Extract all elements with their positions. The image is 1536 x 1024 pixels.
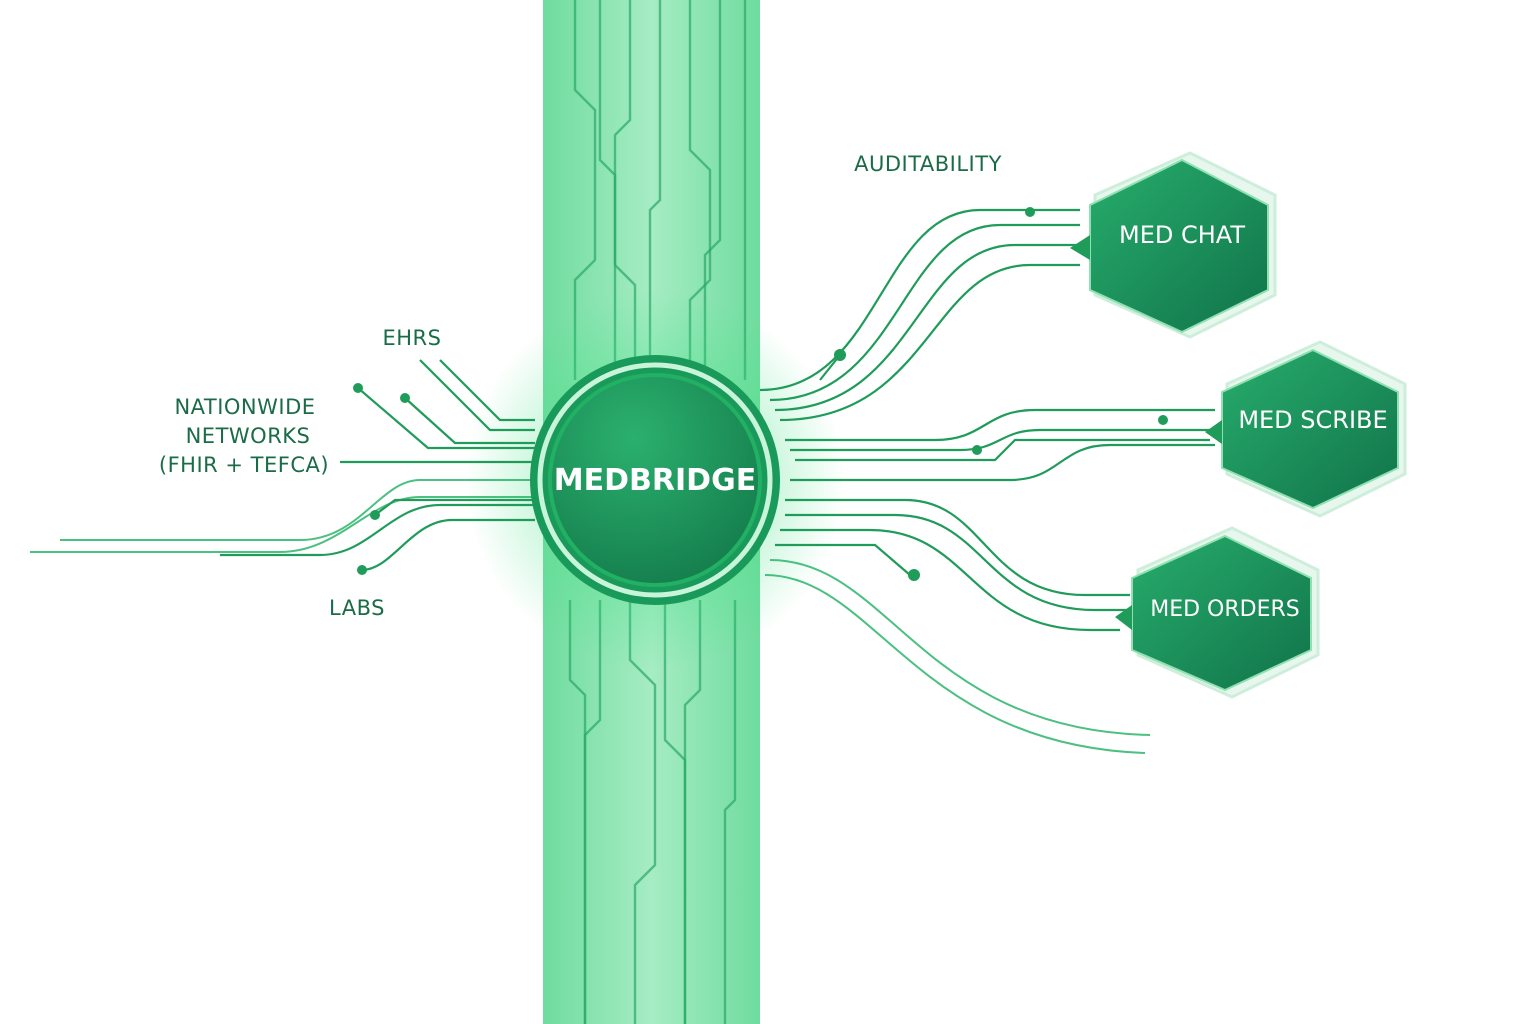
product-med-chat[interactable]: MED CHAT — [1070, 151, 1277, 339]
label-auditability: AUDITABILITY — [854, 152, 1002, 176]
label-ehrs: EHRS — [383, 326, 442, 350]
label-networks-2: NETWORKS — [186, 424, 311, 448]
label-networks-1: NATIONWIDE — [174, 395, 315, 419]
input-traces — [30, 359, 538, 575]
product-med-scribe[interactable]: MED SCRIBE — [1205, 340, 1407, 518]
hub-label: MEDBRIDGE — [554, 463, 756, 498]
med-chat-label: MED CHAT — [1119, 221, 1245, 249]
label-labs: LABS — [329, 596, 385, 620]
label-networks-3: (FHIR + TEFCA) — [159, 453, 329, 477]
medbridge-hub[interactable]: MEDBRIDGE — [530, 355, 780, 605]
med-scribe-label: MED SCRIBE — [1238, 406, 1387, 434]
product-med-orders[interactable]: MED ORDERS — [1115, 526, 1320, 699]
med-orders-label: MED ORDERS — [1150, 597, 1300, 622]
output-traces — [759, 207, 1215, 754]
